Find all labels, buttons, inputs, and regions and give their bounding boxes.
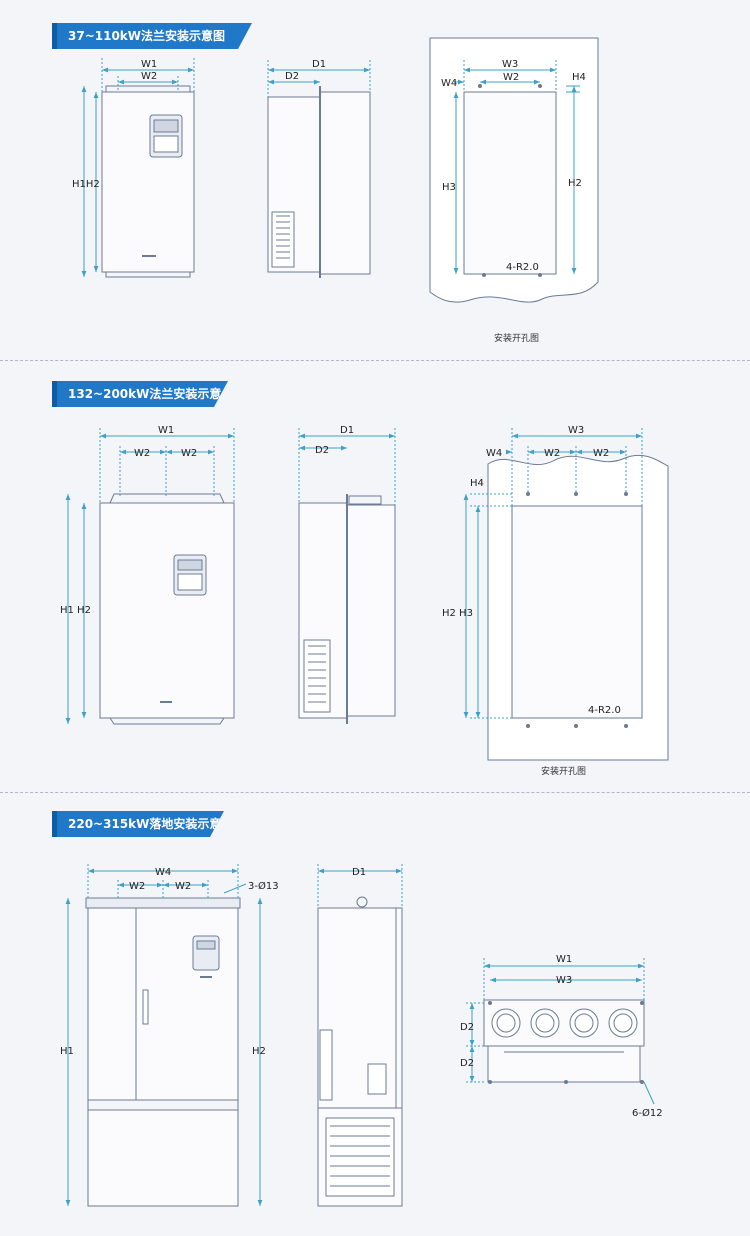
s3-w4-label: W4 <box>155 867 171 878</box>
s1-h1h2-label: H1H2 <box>72 179 100 190</box>
s1-side-view <box>267 86 371 278</box>
s2-side-dims <box>298 428 396 505</box>
s2-d1-label: D1 <box>340 425 354 436</box>
separator-1 <box>0 360 750 361</box>
s1-cut-w2-label: W2 <box>503 72 519 83</box>
s3-h2-label: H2 <box>252 1046 266 1057</box>
s2-d2-label: D2 <box>315 445 329 456</box>
s3-h1-label: H1 <box>60 1046 74 1057</box>
s3-d13-label: 3-Ø13 <box>248 880 279 892</box>
s3-w1-label: W1 <box>556 954 572 965</box>
s3-front-dims <box>65 864 263 1206</box>
s3-top-dims <box>466 958 655 1105</box>
section-1-banner: 37~110kW法兰安装示意图 <box>52 23 252 49</box>
s1-front-dims <box>81 58 195 277</box>
s1-d2-label: D2 <box>285 71 299 82</box>
s2-cutout-dims <box>463 428 643 719</box>
s2-cutout-view <box>487 454 669 761</box>
s3-w2a-label: W2 <box>129 881 145 892</box>
s2-cut-w2b-label: W2 <box>593 448 609 459</box>
s1-d1-label: D1 <box>312 59 326 70</box>
s3-d12-label: 6-Ø12 <box>632 1107 663 1119</box>
s2-cut-w3-label: W3 <box>568 425 584 436</box>
s1-cut-w3-label: W3 <box>502 59 518 70</box>
s3-d2a-label: D2 <box>460 1022 474 1033</box>
s2-cut-w2a-label: W2 <box>544 448 560 459</box>
s1-cut-h2-label: H2 <box>568 178 582 189</box>
s2-w1-label: W1 <box>158 425 174 436</box>
s2-side-view <box>298 494 396 724</box>
s2-front-dims <box>65 428 235 724</box>
s3-front-view <box>85 897 241 1207</box>
s3-w3-label: W3 <box>556 975 572 986</box>
s1-front-view <box>101 85 195 278</box>
s2-cut-w4-label: W4 <box>486 448 502 459</box>
s1-cutout-view <box>429 37 599 303</box>
s2-cut-h2h3-label: H2 H3 <box>442 608 473 619</box>
s2-w2a-label: W2 <box>134 448 150 459</box>
s1-cutout-dims <box>453 60 580 274</box>
s3-top-view <box>483 999 645 1084</box>
s1-cut-w4-label: W4 <box>441 78 457 89</box>
cutout-caption-2: 安装开孔图 <box>541 767 587 777</box>
s1-w2-label: W2 <box>141 71 157 82</box>
separator-2 <box>0 792 750 793</box>
cutout-caption-1: 安装开孔图 <box>494 334 540 344</box>
s1-cut-h4-label: H4 <box>572 72 586 83</box>
s3-d2b-label: D2 <box>460 1058 474 1069</box>
s3-side-view <box>317 896 403 1207</box>
s2-cut-r-label: 4-R2.0 <box>588 705 621 716</box>
s1-cut-r-label: 4-R2.0 <box>506 262 539 273</box>
s1-side-dims <box>267 60 371 97</box>
s3-side-dims <box>317 864 403 908</box>
s2-h1h2-label: H1 H2 <box>60 605 91 616</box>
s3-d1-label: D1 <box>352 867 366 878</box>
s3-w2b-label: W2 <box>175 881 191 892</box>
s2-front-view <box>99 493 235 725</box>
s2-cut-h4-label: H4 <box>470 478 484 489</box>
s2-w2b-label: W2 <box>181 448 197 459</box>
s1-cut-h3-label: H3 <box>442 182 456 193</box>
s1-w1-label: W1 <box>141 59 157 70</box>
